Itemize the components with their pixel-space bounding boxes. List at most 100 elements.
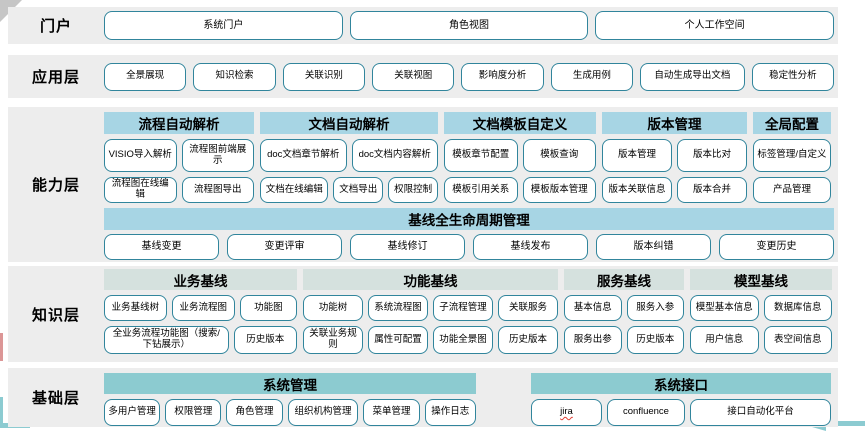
box-relation-identify: 关联识别	[282, 62, 366, 91]
box-service-input-params: 服务入参	[626, 295, 684, 321]
box-change-history: 变更历史	[719, 234, 834, 260]
box-doc-chapter-parse: doc文档章节解析	[260, 139, 347, 172]
layer-label-capability: 能力层	[31, 177, 80, 194]
box-confluence: confluence	[607, 399, 685, 426]
left-edge-red-decoration	[0, 333, 3, 361]
box-history-version: 历史版本	[498, 326, 558, 354]
group-system-interface: 系统接口 jira confluence 接口自动化平台	[531, 373, 831, 427]
box-business-baseline-tree: 业务基线树	[104, 295, 167, 321]
box-operation-log: 操作日志	[424, 399, 476, 426]
box-change-review: 变更评审	[227, 234, 342, 260]
box-panorama-display: 全景展现	[104, 62, 187, 91]
box-menu-mgmt: 菜单管理	[363, 399, 420, 426]
box-version-merge: 版本合并	[677, 177, 747, 203]
box-baseline-release: 基线发布	[473, 234, 588, 260]
box-visio-import-parse: VISIO导入解析	[104, 139, 177, 172]
box-user-info: 用户信息	[690, 326, 759, 354]
layer-knowledge: 知识层 业务基线 业务基线树 业务流程图 功能图 全业务流程功能图（搜索/下钻展…	[8, 266, 838, 362]
box-impact-analysis: 影响度分析	[461, 62, 544, 91]
group-header: 模型基线	[690, 269, 832, 290]
box-version-error-correction: 版本纠错	[596, 234, 711, 260]
group-doc-template-custom: 文档模板自定义 模板章节配置 模板查询 模板引用关系 模板版本管理	[444, 112, 596, 203]
box-subprocess-mgmt: 子流程管理	[433, 295, 493, 321]
box-multi-user-mgmt: 多用户管理	[104, 399, 161, 426]
box-business-flowchart: 业务流程图	[171, 295, 235, 321]
group-version-management: 版本管理 版本管理 版本比对 版本关联信息 版本合并	[602, 112, 747, 203]
group-header: 文档模板自定义	[444, 112, 596, 134]
box-template-chapter-config: 模板章节配置	[444, 139, 518, 172]
box-baseline-change: 基线变更	[104, 234, 219, 260]
box-role-mgmt: 角色管理	[226, 399, 283, 426]
box-flowchart-export: 流程图导出	[181, 177, 254, 203]
group-service-baseline: 服务基线 基本信息 服务入参 服务出参 历史版本	[564, 269, 684, 354]
group-doc-auto-parse: 文档自动解析 doc文档章节解析 doc文档内容解析 文档在线编辑 文档导出 权…	[260, 112, 439, 203]
group-header: 功能基线	[303, 269, 558, 290]
box-full-business-flow-function: 全业务流程功能图（搜索/下钻展示）	[104, 326, 229, 354]
box-database-info: 数据库信息	[763, 295, 832, 321]
box-personal-workspace: 个人工作空间	[595, 11, 835, 40]
box-doc-online-edit: 文档在线编辑	[260, 177, 329, 203]
box-attr-configurable: 属性可配置	[368, 326, 428, 354]
layer-application: 应用层 全景展现 知识检索 关联识别 关联视图 影响度分析 生成用例 自动生成导…	[8, 55, 838, 98]
group-baseline-lifecycle-header: 基线全生命周期管理	[104, 208, 834, 230]
group-global-config: 全局配置 标签管理/自定义 产品管理	[753, 112, 831, 203]
box-version-mgmt: 版本管理	[602, 139, 672, 172]
box-org-structure-mgmt: 组织机构管理	[287, 399, 359, 426]
group-business-baseline: 业务基线 业务基线树 业务流程图 功能图 全业务流程功能图（搜索/下钻展示） 历…	[104, 269, 297, 354]
group-process-auto-parse: 流程自动解析 VISIO导入解析 流程图前端展示 流程图在线编辑 流程图导出	[104, 112, 254, 203]
box-system-portal: 系统门户	[104, 11, 343, 40]
box-flowchart-frontend-display: 流程图前端展示	[181, 139, 254, 172]
box-generate-usecase: 生成用例	[550, 62, 634, 91]
box-stability-analysis: 稳定性分析	[751, 62, 835, 91]
box-tag-mgmt-custom: 标签管理/自定义	[753, 139, 831, 172]
box-permission-mgmt: 权限管理	[165, 399, 222, 426]
group-system-management: 系统管理 多用户管理 权限管理 角色管理 组织机构管理 菜单管理 操作日志	[104, 373, 476, 427]
box-tablespace-info: 表空间信息	[763, 326, 832, 354]
box-template-query: 模板查询	[522, 139, 596, 172]
jira-label: jira	[560, 406, 573, 418]
box-history-version: 历史版本	[233, 326, 297, 354]
group-header: 文档自动解析	[260, 112, 438, 134]
layer-label-portal: 门户	[39, 18, 72, 35]
box-template-reference: 模板引用关系	[444, 177, 518, 203]
layer-label-foundation: 基础层	[31, 390, 80, 407]
group-header: 系统接口	[531, 373, 831, 394]
group-function-baseline: 功能基线 功能树 系统流程图 子流程管理 关联服务 关联业务规则 属性可配置 功…	[303, 269, 558, 354]
box-flowchart-online-edit: 流程图在线编辑	[104, 177, 177, 203]
box-role-view: 角色视图	[349, 11, 589, 40]
box-related-business-rules: 关联业务规则	[303, 326, 363, 354]
box-related-services: 关联服务	[498, 295, 558, 321]
layer-capability: 能力层 流程自动解析 VISIO导入解析 流程图前端展示 流程图在线编辑 流程图…	[8, 107, 838, 262]
box-product-mgmt: 产品管理	[753, 177, 831, 203]
box-function-diagram: 功能图	[239, 295, 297, 321]
group-header: 流程自动解析	[104, 112, 254, 134]
left-edge-teal-decoration	[0, 397, 3, 427]
layer-portal: 门户 系统门户 角色视图 个人工作空间	[8, 7, 838, 44]
box-basic-info: 基本信息	[564, 295, 622, 321]
box-version-relation-info: 版本关联信息	[602, 177, 672, 203]
box-knowledge-search: 知识检索	[193, 62, 276, 91]
box-version-compare: 版本比对	[677, 139, 747, 172]
box-interface-automation-platform: 接口自动化平台	[690, 399, 831, 426]
box-doc-content-parse: doc文档内容解析	[351, 139, 438, 172]
group-header: 全局配置	[753, 112, 831, 134]
group-header: 系统管理	[104, 373, 476, 394]
group-header: 业务基线	[104, 269, 297, 290]
box-permission-control: 权限控制	[388, 177, 439, 203]
box-model-basic-info: 模型基本信息	[690, 295, 759, 321]
box-function-panorama: 功能全景图	[433, 326, 493, 354]
layer-label-knowledge: 知识层	[31, 306, 80, 324]
group-model-baseline: 模型基线 模型基本信息 数据库信息 用户信息 表空间信息	[690, 269, 832, 354]
box-jira: jira	[531, 399, 602, 426]
box-auto-export-doc: 自动生成导出文档	[640, 62, 745, 91]
layer-foundation: 基础层 系统管理 多用户管理 权限管理 角色管理 组织机构管理 菜单管理 操作日…	[8, 368, 838, 427]
bottom-right-line-decoration	[826, 421, 865, 426]
layer-label-application: 应用层	[31, 69, 80, 86]
box-doc-export: 文档导出	[333, 177, 384, 203]
group-header: 服务基线	[564, 269, 684, 290]
box-baseline-revision: 基线修订	[350, 234, 465, 260]
group-header: 版本管理	[602, 112, 747, 134]
box-relation-view: 关联视图	[372, 62, 455, 91]
box-function-tree: 功能树	[303, 295, 363, 321]
box-history-version: 历史版本	[626, 326, 684, 354]
